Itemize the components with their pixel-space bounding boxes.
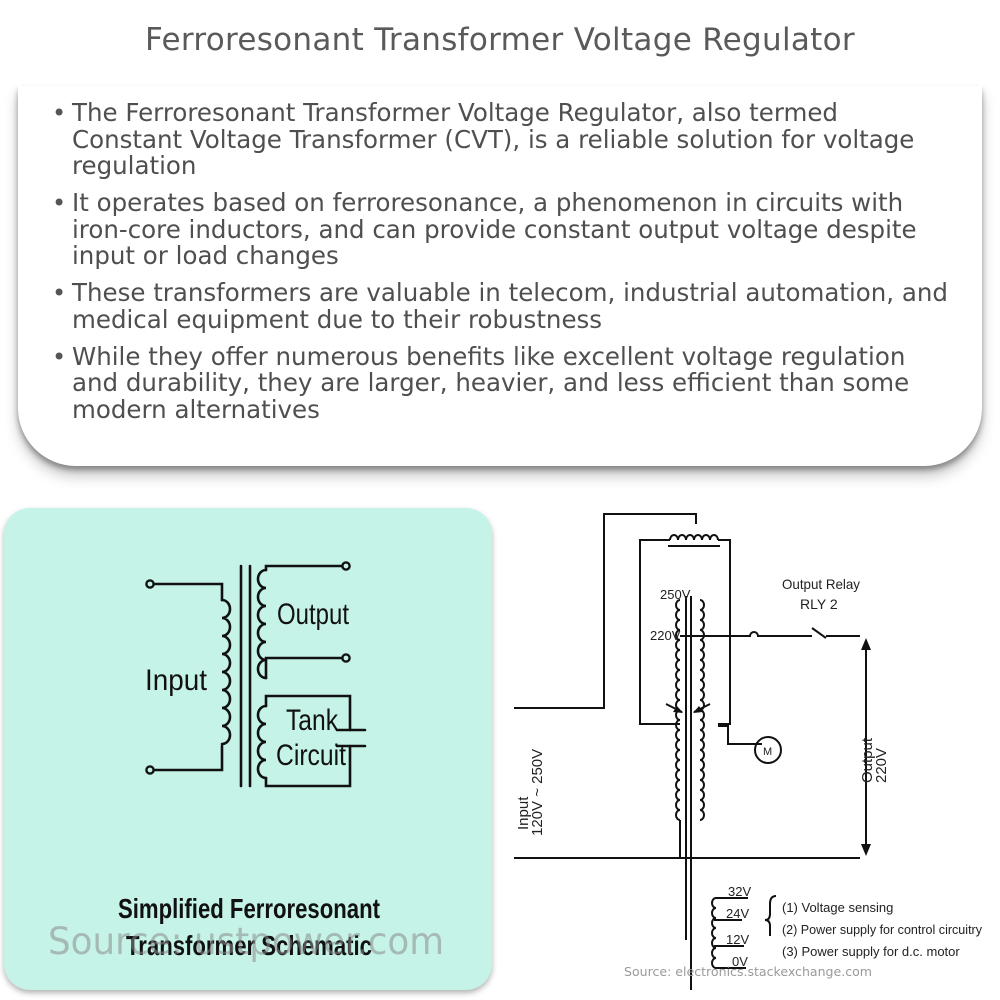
relay-label-line-2: RLY 2 xyxy=(800,596,838,612)
right-source-watermark: Source: electronics.stackexchange.com xyxy=(624,965,872,979)
bullet-text: These transformers are valuable in telec… xyxy=(72,278,948,334)
output-terminal-bottom xyxy=(341,653,351,663)
bullet-text: While they offer numerous benefits like … xyxy=(72,341,910,424)
input-terminal-top xyxy=(145,579,155,589)
relay-contact xyxy=(811,627,827,639)
bullet-text: It operates based on ferroresonance, a p… xyxy=(72,188,917,270)
tap-250v-label: 250V xyxy=(660,587,691,602)
bullet-dot-icon: • xyxy=(52,342,67,371)
bullet-item: •It operates based on ferroresonance, a … xyxy=(36,188,948,270)
tank-label-line-2: Circuit xyxy=(276,739,347,772)
output-label-line-2: 220V xyxy=(873,748,890,783)
schematic-caption-line-2: Transformer Schematic xyxy=(126,930,372,961)
input-terminal-bottom xyxy=(145,765,155,775)
bullet-dot-icon: • xyxy=(52,279,67,307)
bullet-item: •The Ferroresonant Transformer Voltage R… xyxy=(36,98,948,180)
output-arrow-head-bottom xyxy=(861,844,871,856)
primary-coil xyxy=(220,598,232,746)
brush-arrow-head-left xyxy=(673,706,683,713)
tank-coil xyxy=(256,704,268,780)
relay-label-line-1: Output Relay xyxy=(782,576,860,592)
brush-arrow-head-right xyxy=(693,706,703,713)
tap-0v-label: 0V xyxy=(732,954,748,969)
output-label: Output xyxy=(277,598,350,631)
input-lead-top xyxy=(148,582,224,602)
top-winding-lead-left xyxy=(639,539,680,725)
output-arrow-head-top xyxy=(861,638,871,650)
top-winding-lead-right xyxy=(718,539,731,725)
cvt-circuit-diagram: 250V 220V Output Relay RLY 2 M Output 22… xyxy=(514,513,982,990)
bullet-dot-icon: • xyxy=(52,99,67,127)
note-control-supply: (2) Power supply for control circuitry xyxy=(782,922,982,937)
tap-24v-label: 24V xyxy=(726,906,749,921)
output-lead-bottom xyxy=(264,656,348,680)
tank-label-line-1: Tank xyxy=(286,704,339,737)
bullet-text: The Ferroresonant Transformer Voltage Re… xyxy=(72,98,915,180)
auxiliary-winding xyxy=(711,897,717,969)
bullet-dot-icon: • xyxy=(52,189,67,217)
note-voltage-sensing: (1) Voltage sensing xyxy=(782,900,893,915)
bullet-card: •The Ferroresonant Transformer Voltage R… xyxy=(18,86,982,466)
tank-lead-top xyxy=(264,694,352,732)
simplified-schematic-panel: Input Output Tank Circuit Simplified Fer… xyxy=(4,508,492,990)
motor-wire xyxy=(718,725,762,745)
input-label-line-2: 120V ~ 250V xyxy=(529,749,546,836)
output-terminal-top xyxy=(341,561,351,571)
tap-12v-label: 12V xyxy=(726,932,749,947)
brace-1 xyxy=(764,895,777,936)
output-lead-top xyxy=(264,564,348,572)
output-label-line-1: Output xyxy=(859,737,876,783)
bullet-list: •The Ferroresonant Transformer Voltage R… xyxy=(18,86,982,423)
input-wire-top xyxy=(514,513,697,709)
input-label-line-1: Input xyxy=(515,796,532,830)
output-tap-wire xyxy=(680,631,812,637)
bullet-item: •While they offer numerous benefits like… xyxy=(36,341,948,424)
motor-circle xyxy=(754,736,782,764)
tank-lead-bottom xyxy=(264,744,352,788)
left-source-watermark: Source: ustpower.com xyxy=(48,920,444,963)
schematic-caption-line-1: Simplified Ferroresonant xyxy=(118,893,380,924)
bullet-item: •These transformers are valuable in tele… xyxy=(36,278,948,334)
tap-220v-label: 220V xyxy=(650,628,681,643)
note-motor-supply: (3) Power supply for d.c. motor xyxy=(782,944,960,959)
top-winding xyxy=(669,534,719,541)
page-title: Ferroresonant Transformer Voltage Regula… xyxy=(145,22,855,58)
motor-label: M xyxy=(763,746,772,758)
tap-32v-label: 32V xyxy=(728,884,751,899)
simplified-schematic-diagram: Input Output Tank Circuit Simplified Fer… xyxy=(48,561,444,963)
input-lead-bottom xyxy=(148,744,224,772)
input-label: Input xyxy=(145,664,208,697)
